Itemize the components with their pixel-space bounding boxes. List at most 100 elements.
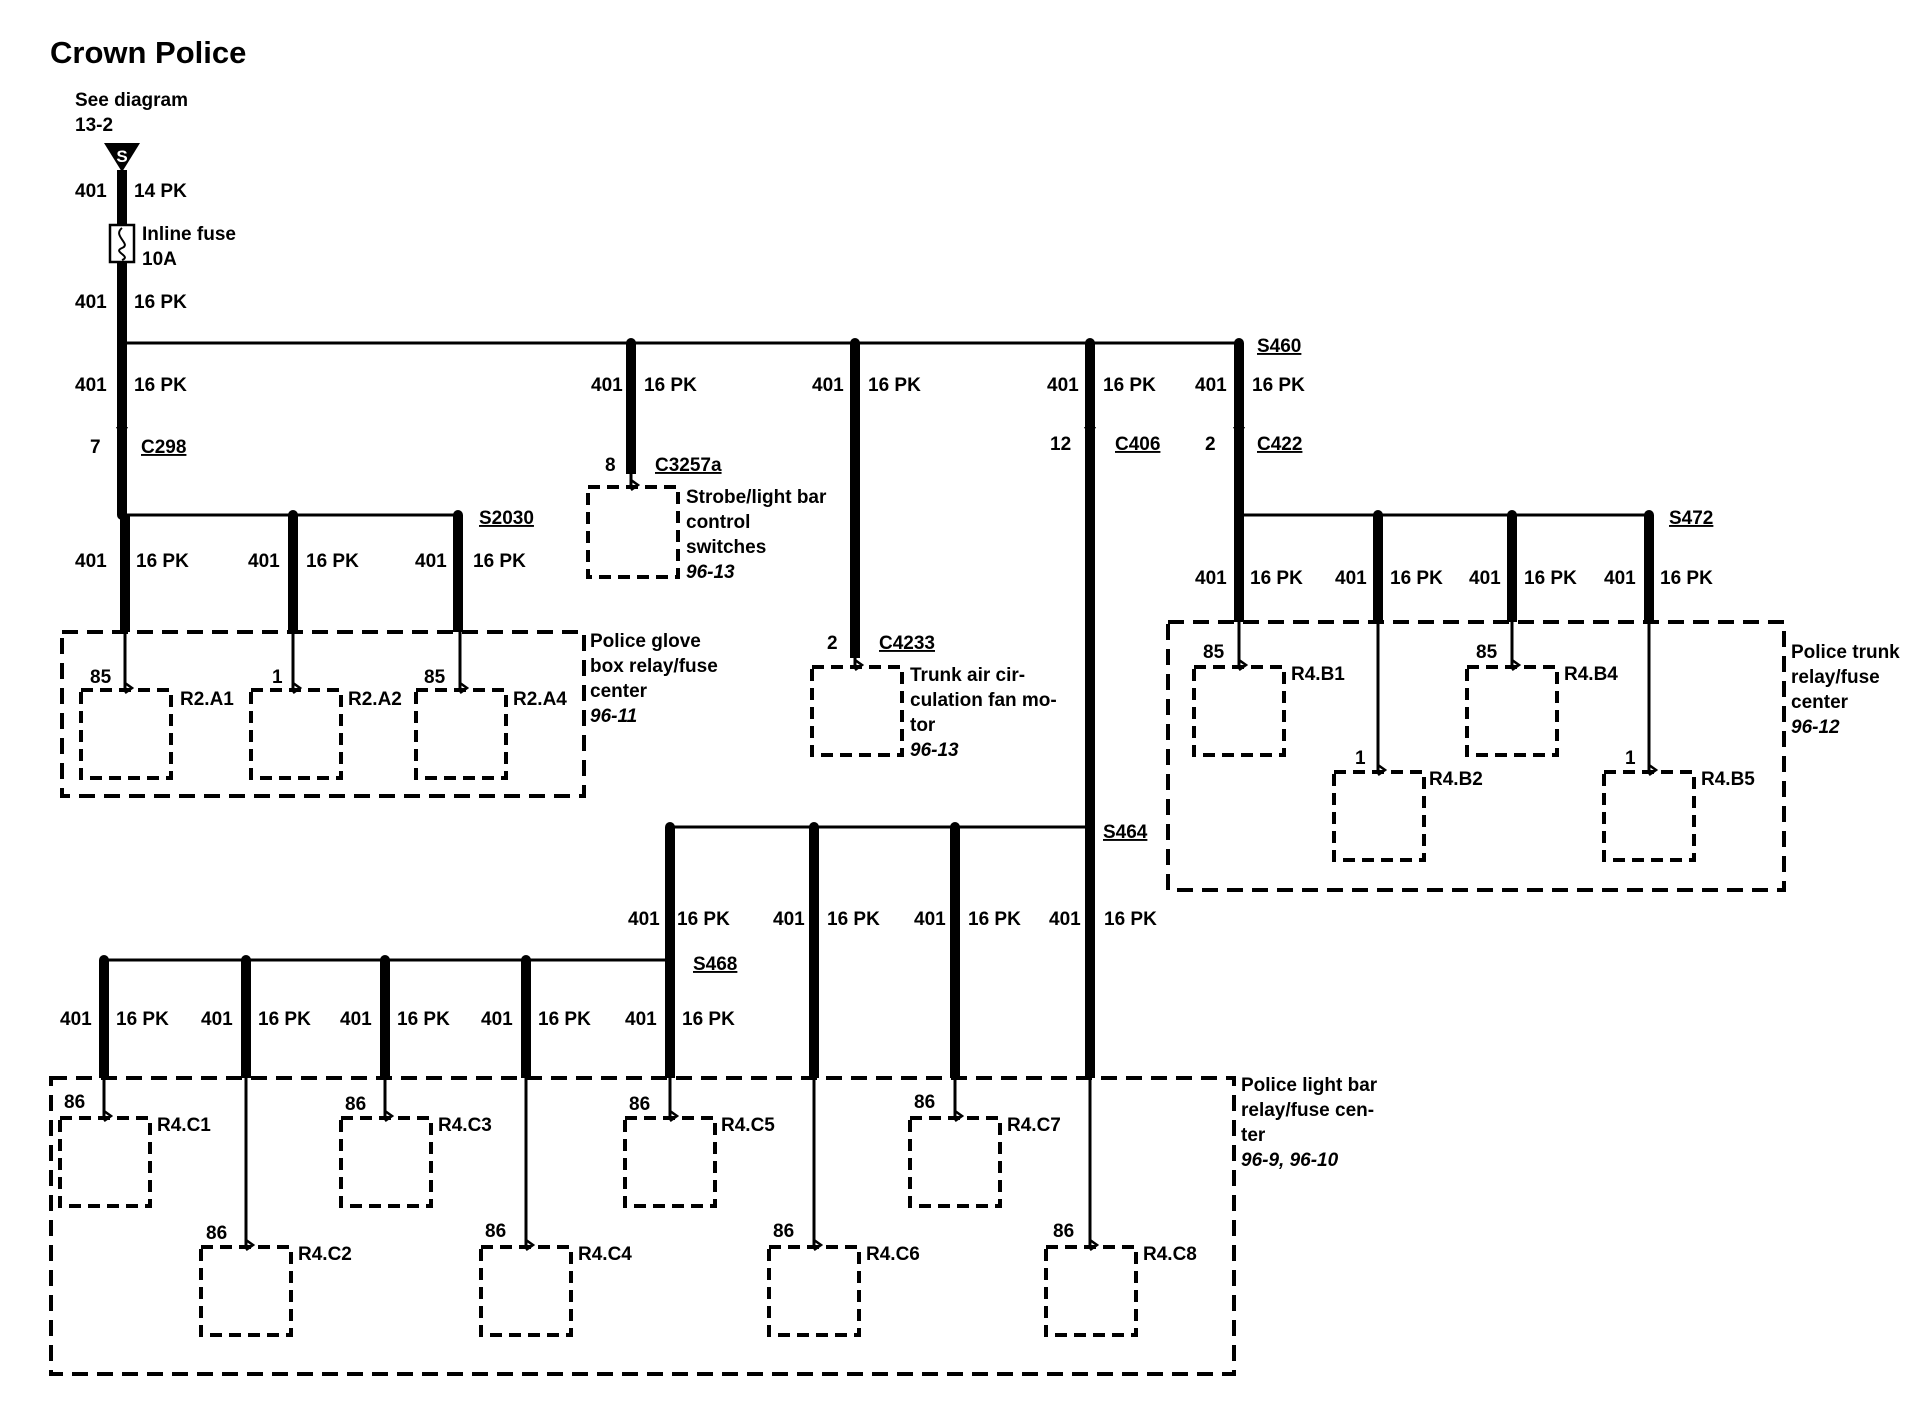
c4233-pin: 2	[827, 633, 838, 654]
r2a1-label: R2.A1	[180, 689, 234, 710]
c3257a-branch-circuit: 401	[591, 375, 623, 396]
light-bar-relay-center	[49, 1076, 1236, 1376]
r4b4-label: R4.B4	[1564, 664, 1618, 685]
r4c1-pin: 86	[64, 1092, 85, 1113]
s464-b4-gauge: 16 PK	[1104, 909, 1157, 930]
r2a2-gauge: 16 PK	[306, 551, 359, 572]
r4b2-label: R4.B2	[1429, 769, 1483, 790]
r4b2-pin: 1	[1355, 748, 1366, 769]
source-note-line1: See diagram	[75, 90, 188, 111]
splice-s460: S460	[1257, 336, 1301, 357]
relay-r4b4	[1465, 665, 1559, 757]
r4c5-circuit: 401	[625, 1009, 657, 1030]
relay-r4c4	[479, 1245, 573, 1337]
r4b1-gauge: 16 PK	[1250, 568, 1303, 589]
r2a4-circuit: 401	[415, 551, 447, 572]
light-bar-line3: ter	[1241, 1125, 1266, 1146]
light-bar-ref: 96-9, 96-10	[1241, 1150, 1339, 1171]
r4b1-circuit: 401	[1195, 568, 1227, 589]
c422-branch-gauge: 16 PK	[1252, 375, 1305, 396]
relay-r4c3	[339, 1116, 433, 1208]
glove-box-relay-center	[60, 630, 586, 798]
c406-branch-gauge: 16 PK	[1103, 375, 1156, 396]
r2a1-pin: 85	[90, 667, 112, 688]
r4b4-circuit: 401	[1469, 568, 1501, 589]
s464-b2-gauge: 16 PK	[827, 909, 880, 930]
c4233-branch-circuit: 401	[812, 375, 844, 396]
r2a2-circuit: 401	[248, 551, 280, 572]
trunk-center-line2: relay/fuse	[1791, 667, 1880, 688]
s464-b4-circuit: 401	[1049, 909, 1081, 930]
r4c5-pin: 86	[629, 1094, 650, 1115]
r2a1-circuit: 401	[75, 551, 107, 572]
trunk-center-ref: 96-12	[1791, 717, 1840, 738]
c298-branch-circuit: 401	[75, 375, 107, 396]
relay-r4b2	[1332, 770, 1426, 862]
relay-r4c7	[908, 1116, 1002, 1208]
r2a4-gauge: 16 PK	[473, 551, 526, 572]
r4c4-label: R4.C4	[578, 1244, 632, 1265]
glove-box-line3: center	[590, 681, 648, 702]
r4c3-pin: 86	[345, 1094, 366, 1115]
r4c4-gauge: 16 PK	[538, 1009, 591, 1030]
c422-pin: 2	[1205, 434, 1216, 455]
fuse-label: Inline fuse	[142, 224, 236, 245]
r4c7-label: R4.C7	[1007, 1115, 1061, 1136]
splice-dot	[665, 955, 675, 965]
c298-branch-gauge: 16 PK	[134, 375, 187, 396]
r2a1-gauge: 16 PK	[136, 551, 189, 572]
r4b5-gauge: 16 PK	[1660, 568, 1713, 589]
r4c2-circuit: 401	[201, 1009, 233, 1030]
trunk-fan-line2: culation fan mo-	[910, 690, 1057, 711]
fuse-out-gauge: 16 PK	[134, 292, 187, 313]
relay-r2a1	[79, 688, 173, 780]
c4233-label: C4233	[879, 633, 935, 654]
r4c4-pin: 86	[485, 1221, 506, 1242]
c406-label: C406	[1115, 434, 1160, 455]
light-bar-line2: relay/fuse cen-	[1241, 1100, 1374, 1121]
s464-b3-circuit: 401	[914, 909, 946, 930]
fuse-out-circuit: 401	[75, 292, 107, 313]
trunk-center-line3: center	[1791, 692, 1849, 713]
relay-r4b5	[1602, 770, 1696, 862]
glove-box-line1: Police glove	[590, 631, 701, 652]
glove-box-ref: 96-11	[590, 706, 637, 727]
c298-arrow-icon	[116, 427, 128, 439]
r4c3-label: R4.C3	[438, 1115, 492, 1136]
r4c1-label: R4.C1	[157, 1115, 211, 1136]
splice-dot	[1085, 822, 1095, 832]
strobe-switches	[586, 485, 680, 579]
r4c8-pin: 86	[1053, 1221, 1074, 1242]
s464-b1-gauge: 16 PK	[677, 909, 730, 930]
r4b2-circuit: 401	[1335, 568, 1367, 589]
fuse-rating: 10A	[142, 249, 177, 270]
r4c1-gauge: 16 PK	[116, 1009, 169, 1030]
r4b2-gauge: 16 PK	[1390, 568, 1443, 589]
trunk-relay-center	[1166, 620, 1786, 892]
c422-branch-circuit: 401	[1195, 375, 1227, 396]
r4b5-pin: 1	[1625, 748, 1636, 769]
splice-s2030: S2030	[479, 508, 534, 529]
relay-r2a4	[414, 688, 508, 780]
r4b5-label: R4.B5	[1701, 769, 1755, 790]
r4c2-pin: 86	[206, 1223, 227, 1244]
r4c2-label: R4.C2	[298, 1244, 352, 1265]
r4c6-label: R4.C6	[866, 1244, 920, 1265]
c298-pin: 7	[90, 437, 101, 458]
c422-arrow-icon	[1233, 427, 1245, 439]
c406-pin: 12	[1050, 434, 1071, 455]
source-note-line2: 13-2	[75, 115, 113, 136]
feed-circuit: 401	[75, 181, 107, 202]
strobe-line2: control	[686, 512, 750, 533]
s464-b1-circuit: 401	[628, 909, 660, 930]
r4c1-circuit: 401	[60, 1009, 92, 1030]
r4b4-pin: 85	[1476, 642, 1498, 663]
r4b1-label: R4.B1	[1291, 664, 1345, 685]
r2a4-pin: 85	[424, 667, 446, 688]
trunk-center-line1: Police trunk	[1791, 642, 1900, 663]
r4b5-circuit: 401	[1604, 568, 1636, 589]
splice-s464: S464	[1103, 822, 1148, 843]
page-title: Crown Police	[50, 35, 246, 70]
trunk-fan-motor	[810, 665, 904, 757]
